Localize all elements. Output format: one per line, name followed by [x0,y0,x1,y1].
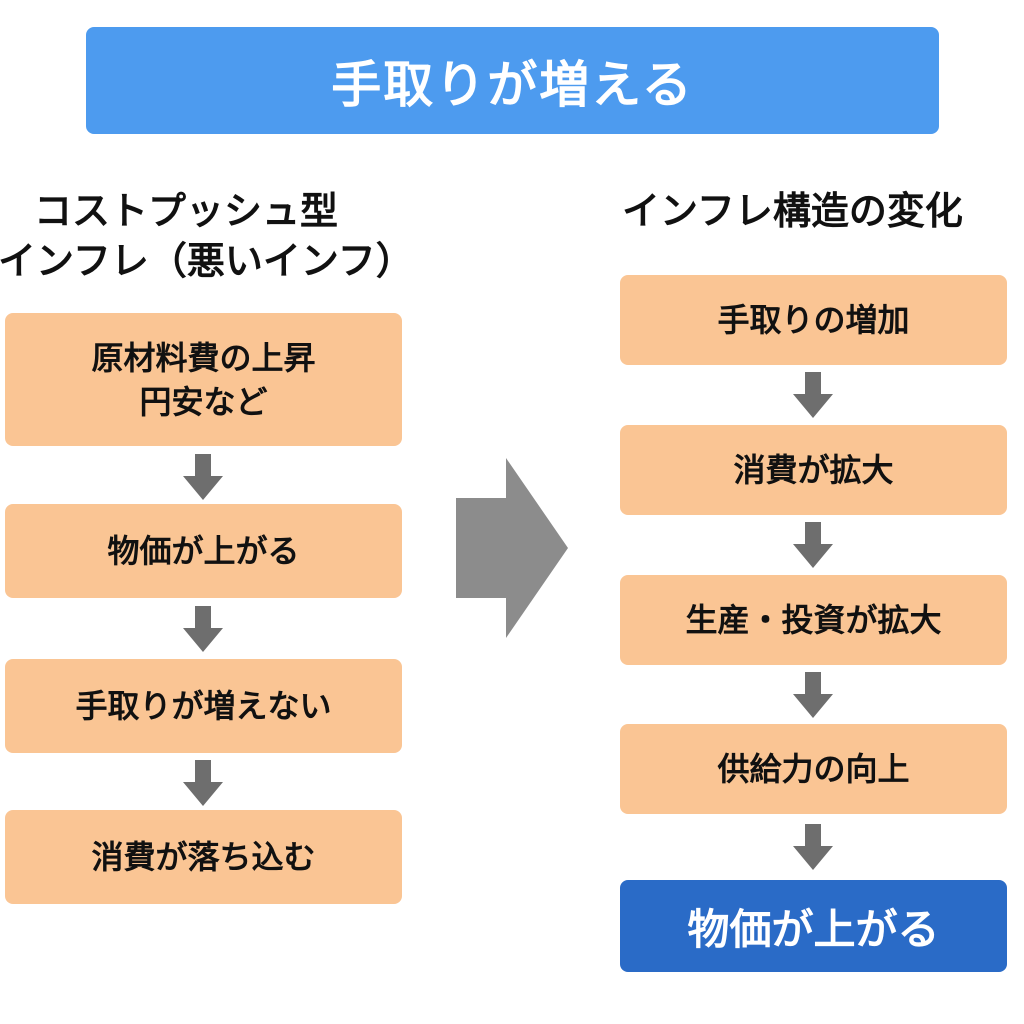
left-step-4-label: 消費が落ち込む [91,838,316,876]
left-column-title-line2: インフレ（悪いインフ） [0,239,414,283]
left-step-prices-rise: 物価が上がる [5,504,402,598]
right-step-3-label: 生産・投資が拡大 [685,601,942,639]
transition-arrow-icon [456,458,568,638]
left-step-2-label: 物価が上がる [107,532,300,570]
left-step-3-label: 手取りが増えない [75,687,332,725]
right-step-1-label: 手取りの増加 [717,301,910,339]
title-banner: 手取りが増える [86,27,939,134]
right-step-5-label: 物価が上がる [687,904,940,954]
left-step-1-line1: 原材料費の上昇 [91,338,316,377]
left-step-income-flat: 手取りが増えない [5,659,402,753]
left-column-title-line1: コストプッシュ型 [34,189,339,233]
left-step-raw-materials: 原材料費の上昇 円安など [5,313,402,446]
right-column-title: インフレ構造の変化 [622,189,963,233]
left-step-consumption-falls: 消費が落ち込む [5,810,402,904]
arrow-down-icon [793,672,833,718]
right-step-production-investment: 生産・投資が拡大 [620,575,1007,665]
right-step-prices-rise-final: 物価が上がる [620,880,1007,972]
left-step-1-line2: 円安など [139,382,268,421]
arrow-down-icon [183,760,223,806]
arrow-down-icon [183,454,223,500]
right-step-supply-capacity: 供給力の向上 [620,724,1007,814]
arrow-down-icon [793,372,833,418]
arrow-down-icon [183,606,223,652]
banner-title: 手取りが増える [331,55,694,114]
arrow-down-icon [793,522,833,568]
right-step-4-label: 供給力の向上 [717,750,910,788]
right-step-2-label: 消費が拡大 [733,451,894,489]
right-step-income-increase: 手取りの増加 [620,275,1007,365]
arrow-down-icon [793,824,833,870]
right-step-consumption-expands: 消費が拡大 [620,425,1007,515]
